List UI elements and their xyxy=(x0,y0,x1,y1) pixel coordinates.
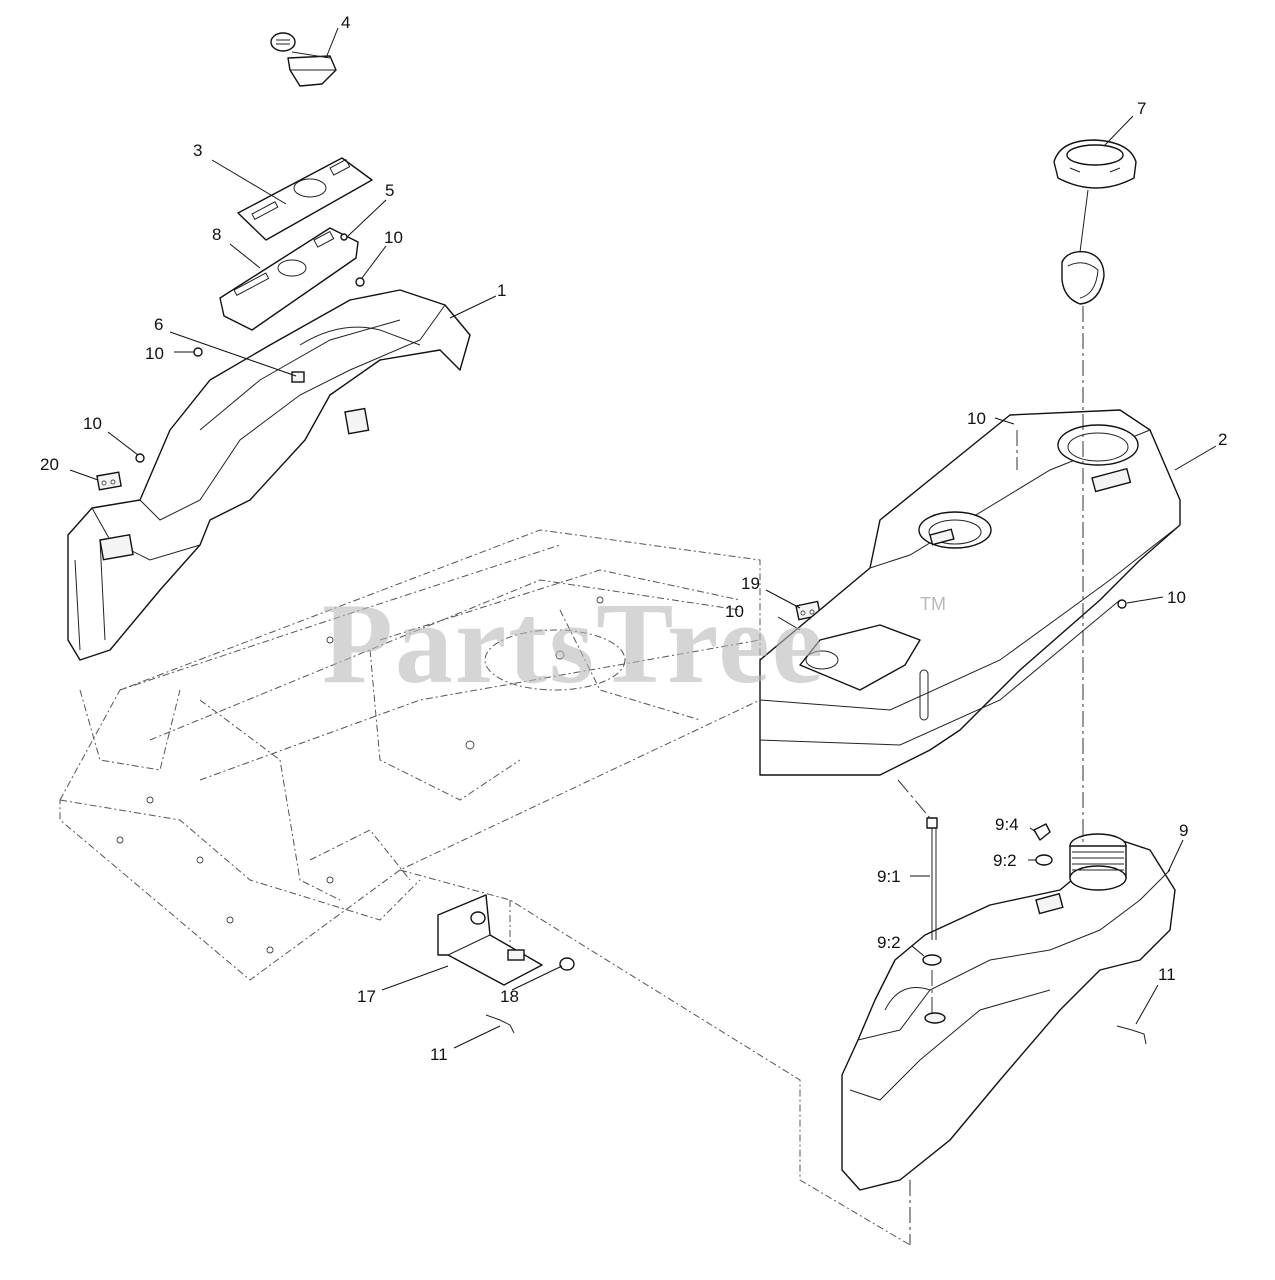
callout-9-2-a: 9:2 xyxy=(993,851,1017,870)
part-8-plate xyxy=(219,227,359,331)
callout-9-2-b: 9:2 xyxy=(877,933,901,952)
callout-10-c: 10 xyxy=(83,414,102,433)
callout-9-4: 9:4 xyxy=(995,815,1019,834)
callout-18: 18 xyxy=(500,987,519,1006)
callout-11-b: 11 xyxy=(1158,965,1176,984)
callout-10-f: 10 xyxy=(1167,588,1186,607)
part-18-bolt xyxy=(559,957,575,971)
callout-20: 20 xyxy=(40,455,59,474)
part-3-decal xyxy=(237,157,373,241)
watermark-trademark: TM xyxy=(920,594,946,614)
part-11-clip xyxy=(485,1014,1147,1045)
part-9-4-fitting xyxy=(1033,823,1051,841)
callout-19: 19 xyxy=(741,574,760,593)
callout-7: 7 xyxy=(1137,99,1146,118)
callout-2: 2 xyxy=(1218,430,1227,449)
part-6-clip xyxy=(291,371,305,383)
callouts: 4 3 8 5 10 1 6 10 10 20 7 10 2 19 10 10 … xyxy=(40,13,1227,1064)
part-9-2-grommet xyxy=(922,854,1053,966)
part-1-left-console xyxy=(67,289,471,661)
callout-10-b: 10 xyxy=(145,344,164,363)
chassis-frame xyxy=(59,529,911,1246)
callout-6: 6 xyxy=(154,315,163,334)
part-9-1-fuel-line xyxy=(926,817,938,940)
watermark-text: PartsTree xyxy=(322,580,825,708)
callout-1: 1 xyxy=(497,281,506,300)
callout-17: 17 xyxy=(357,987,376,1006)
callout-10-d: 10 xyxy=(967,409,986,428)
part-20-bracket xyxy=(96,471,122,491)
callout-11-a: 11 xyxy=(430,1045,448,1064)
callout-9: 9 xyxy=(1179,821,1188,840)
part-17-bracket xyxy=(437,894,543,986)
part-4-control-knob xyxy=(270,32,337,87)
part-9-fuel-tank xyxy=(841,833,1176,1191)
callout-10-e: 10 xyxy=(725,602,744,621)
callout-3: 3 xyxy=(193,141,202,160)
part-7-fuel-cap xyxy=(1053,139,1137,305)
callout-4: 4 xyxy=(341,13,350,32)
callout-5: 5 xyxy=(385,181,394,200)
callout-9-1: 9:1 xyxy=(877,867,901,886)
center-lines xyxy=(897,306,1084,1245)
watermark: PartsTree TM xyxy=(322,580,946,708)
part-2-right-console xyxy=(759,409,1181,776)
callout-10-a: 10 xyxy=(384,228,403,247)
leader-lines xyxy=(69,27,1217,1049)
callout-8: 8 xyxy=(212,225,221,244)
